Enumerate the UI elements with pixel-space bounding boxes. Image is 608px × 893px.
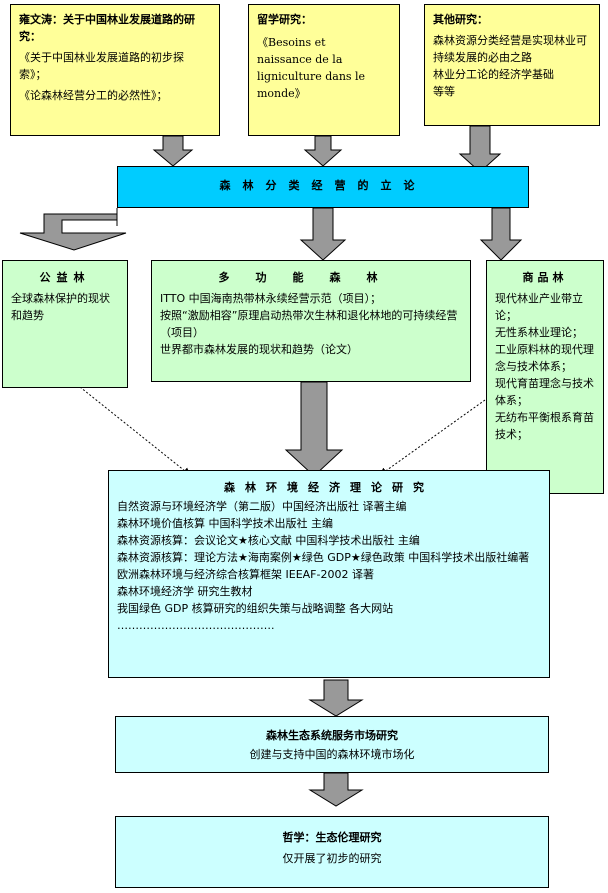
study-abroad-line-4: monde》 [257, 87, 306, 100]
other-research-line-1: 森林资源分类经营是实现林业可持续发展的必由之路 [433, 34, 587, 64]
commercial-line-5: 无纺布平衡根系育苗技术； [495, 411, 594, 441]
arrow-market-to-philosophy [308, 772, 364, 807]
arrow-multi-to-env [284, 381, 344, 477]
commercial-line-2: 无性系林业理论； [495, 326, 583, 339]
multi-function-forest-box: 多功能森林 ITTO 中国海南热带林永续经营示范（项目）； 按照“激励相容”原理… [151, 260, 471, 382]
yongwentao-research-title: 雍文涛：关于中国林业发展道路的研究： [19, 13, 195, 43]
public-forest-box: 公益林 全球森林保护的现状和趋势 [2, 260, 128, 388]
ecosystem-market-title: 森林生态系统服务市场研究 [266, 729, 398, 742]
study-abroad-title: 留学研究： [257, 13, 312, 26]
multi-function-line-3: 世界都市森林发展的现状和趋势（论文） [160, 343, 358, 356]
multi-function-line-2: 按照“激励相容”原理启动热带次生林和退化林地的可持续经营（项目） [160, 309, 458, 339]
yongwentao-research-box: 雍文涛：关于中国林业发展道路的研究： 《关于中国林业发展道路的初步探索》； 《论… [10, 4, 220, 136]
env-econ-line-4: 森林资源核算：理论方法★海南案例★绿色 GDP★绿色政策 中国科学技术出版社编著 [117, 551, 530, 564]
public-forest-line-1: 全球森林保护的现状和趋势 [11, 292, 110, 322]
yongwentao-line-1: 《关于中国林业发展道路的初步探索》； [19, 51, 184, 81]
env-econ-line-5: 欧洲森林环境与经济综合核算框架 IEEAF-2002 译著 [117, 568, 374, 581]
dashed-public-to-env [79, 386, 191, 476]
study-abroad-line-2: naissance de la [257, 53, 343, 66]
multi-function-forest-title: 多功能森林 [218, 271, 404, 284]
public-forest-title: 公益林 [39, 271, 91, 284]
commercial-line-4: 现代育苗理念与技术体系； [495, 377, 594, 407]
multi-function-line-1: ITTO 中国海南热带林永续经营示范（项目）； [160, 292, 382, 305]
env-econ-line-6: 森林环境经济学 研究生教材 [117, 585, 253, 598]
ecosystem-market-box: 森林生态系统服务市场研究 创建与支持中国的森林环境市场化 [115, 716, 549, 773]
philosophy-line: 仅开展了初步的研究 [282, 852, 382, 865]
study-abroad-line-3: ligniculture dans le [257, 70, 366, 83]
arrow-env-to-market [308, 679, 364, 717]
study-abroad-line-1: 《Besoins et [257, 36, 326, 49]
arrow-left-to-bar [152, 135, 194, 167]
philosophy-box: 哲学：生态伦理研究 仅开展了初步的研究 [115, 816, 549, 888]
arrow-bar-to-public [19, 208, 127, 251]
environment-economics-box: 森林环境经济理论研究 自然资源与环境经济学（第二版）中国经济出版社 译著主编 森… [108, 470, 550, 678]
env-econ-line-1: 自然资源与环境经济学（第二版）中国经济出版社 译著主编 [117, 500, 407, 513]
commercial-line-1: 现代林业产业带立论； [495, 292, 583, 322]
other-research-title: 其他研究： [433, 13, 488, 26]
arrow-middle-to-bar [303, 135, 343, 167]
classification-bar: 森林分类经营的立论 [117, 166, 529, 208]
env-econ-line-3: 森林资源核算：会议论文★核心文献 中国科学技术出版社 主编 [117, 534, 420, 547]
arrow-bar-to-multi [299, 207, 347, 261]
other-research-box: 其他研究： 森林资源分类经营是实现林业可持续发展的必由之路 林业分工论的经济学基… [424, 4, 600, 126]
dashed-commercial-to-env [379, 399, 486, 476]
arrow-bar-to-commercial [479, 207, 523, 261]
yongwentao-line-2: 《论森林经营分工的必然性》； [19, 89, 168, 102]
env-econ-line-8: ……………………………………. [117, 619, 275, 632]
other-research-line-3: 等等 [433, 85, 455, 98]
environment-economics-title: 森林环境经济理论研究 [224, 481, 434, 494]
other-research-line-2: 林业分工论的经济学基础 [433, 68, 554, 81]
commercial-forest-box: 商品林 现代林业产业带立论； 无性系林业理论； 工业原料林的现代理念与技术体系；… [486, 260, 604, 494]
study-abroad-box: 留学研究： 《Besoins et naissance de la lignic… [248, 4, 400, 136]
classification-bar-title: 森林分类经营的立论 [219, 179, 427, 192]
philosophy-title: 哲学：生态伦理研究 [282, 831, 382, 844]
commercial-line-3: 工业原料林的现代理念与技术体系； [495, 343, 594, 373]
commercial-forest-title: 商品林 [522, 271, 568, 284]
env-econ-line-7: 我国绿色 GDP 核算研究的组织失策与战略调整 各大网站 [117, 602, 394, 615]
ecosystem-market-line: 创建与支持中国的森林环境市场化 [249, 748, 415, 761]
env-econ-line-2: 森林环境价值核算 中国科学技术出版社 主编 [117, 517, 333, 530]
